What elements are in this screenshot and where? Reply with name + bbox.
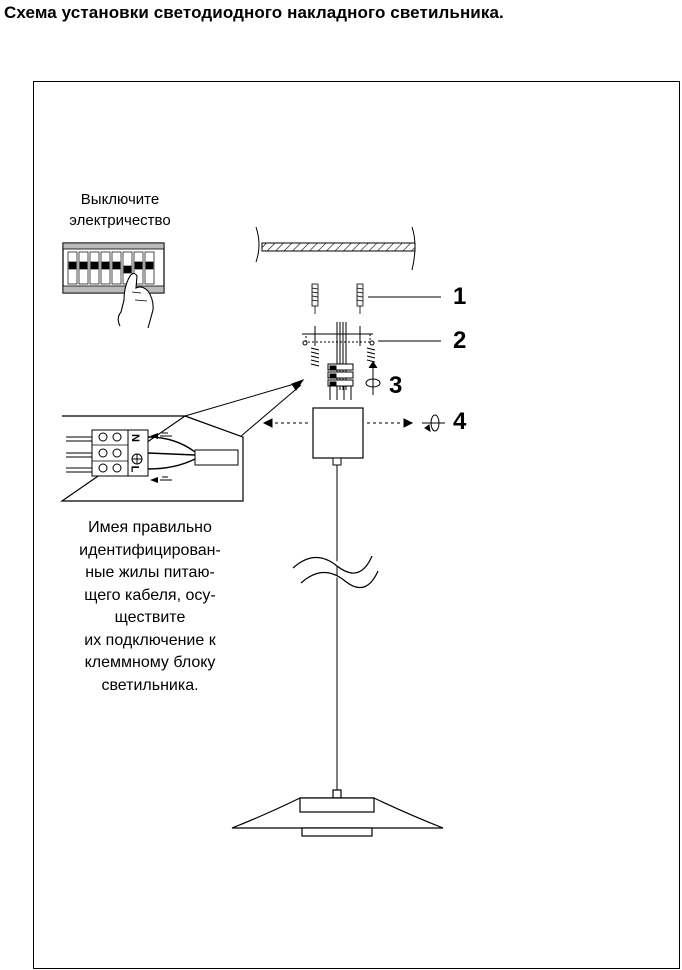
canopy-arrows — [262, 414, 445, 432]
mounting-bracket — [302, 326, 376, 367]
instruction-line: их подключение к — [84, 631, 216, 649]
instruction-line: клеммному блоку — [84, 654, 216, 671]
power-off-line: электричество — [69, 212, 171, 229]
step-number-1: 1 — [453, 283, 467, 310]
power-off-line: Выключите — [80, 191, 160, 208]
instruction-line: идентифицирован- — [79, 541, 221, 559]
lamp-shade — [231, 789, 444, 837]
terminal-label-n: N — [128, 434, 141, 442]
step-number-4: 4 — [453, 408, 467, 435]
break-symbol — [292, 555, 379, 589]
ceiling — [255, 226, 416, 271]
breaker-switches — [67, 251, 155, 285]
step-number-3: 3 — [389, 372, 403, 399]
supply-wires — [336, 322, 347, 390]
page-title: Схема установки светодиодного накладного… — [4, 3, 504, 22]
diagram-frame — [33, 81, 680, 969]
wire-connector — [327, 363, 354, 400]
instruction-line: ществите — [114, 609, 186, 626]
instruction-line: щего кабеля, осу- — [84, 586, 216, 604]
instruction-caption: Имея правильно идентифицирован- ные жилы… — [55, 517, 245, 697]
circuit-breaker-panel — [62, 242, 165, 294]
instruction-line: ные жилы питаю- — [85, 564, 215, 581]
rotate-icon — [365, 361, 381, 395]
screws — [311, 283, 364, 314]
hand-icon — [117, 272, 154, 329]
detail-callout-leader — [184, 378, 305, 438]
terminal-block-detail — [60, 415, 244, 502]
step-number-2: 2 — [453, 327, 467, 354]
terminal-label-l: L — [128, 465, 141, 473]
instruction-line: Имея правильно — [88, 519, 212, 536]
canopy — [312, 407, 364, 459]
instruction-line: светильника. — [101, 676, 199, 694]
power-off-caption: Выключите электричество — [40, 189, 200, 231]
